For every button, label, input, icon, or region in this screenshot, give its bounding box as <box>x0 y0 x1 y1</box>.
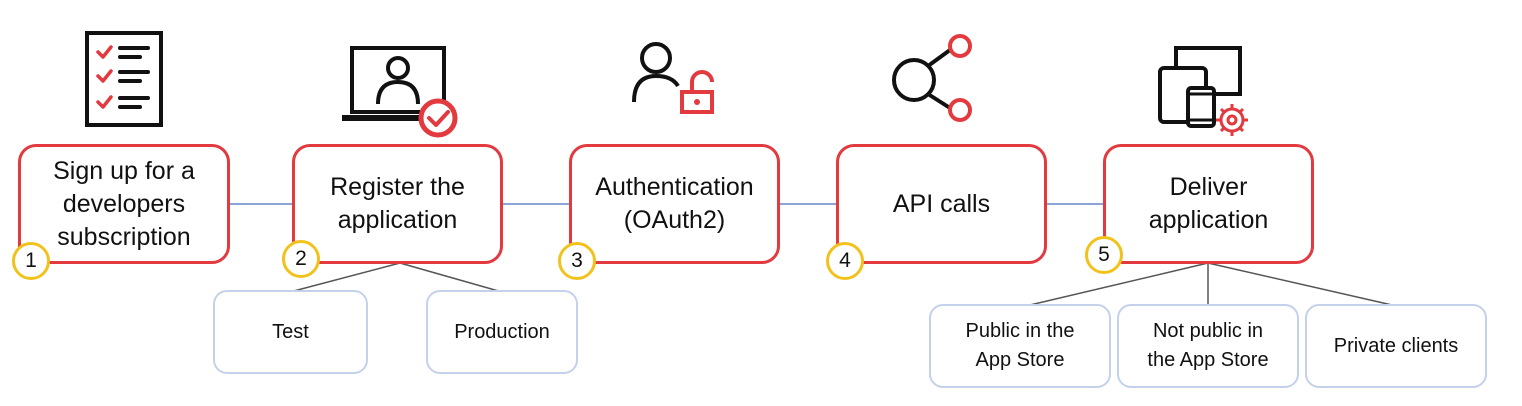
branch-register-test <box>289 262 401 293</box>
delivery-option-public-label: Public in the App Store <box>965 320 1075 371</box>
delivery-option-private-clients: Private clients <box>1305 304 1487 388</box>
step-1-label: Sign up for a developers subscription <box>53 156 195 251</box>
register-option-test-label: Test <box>272 320 309 343</box>
checklist-icon <box>85 31 163 127</box>
share-nodes-icon <box>892 34 972 122</box>
delivery-option-not-public-app-store: Not public in the App Store <box>1117 304 1299 388</box>
devices-gear-icon <box>1158 46 1248 136</box>
step-2-label: Register the application <box>330 173 465 234</box>
step-2-register-box: Register the application <box>292 144 503 264</box>
step-3-label: Authentication (OAuth2) <box>595 173 754 234</box>
register-option-production: Production <box>426 290 578 374</box>
delivery-option-private-label: Private clients <box>1333 334 1459 357</box>
step-5-number-badge: 5 <box>1085 236 1123 274</box>
register-option-test: Test <box>213 290 368 374</box>
step-3-authentication-box: Authentication (OAuth2) <box>569 144 780 264</box>
branch-deliver-public <box>1029 262 1209 306</box>
delivery-option-public-app-store: Public in the App Store <box>929 304 1111 388</box>
register-option-production-label: Production <box>454 320 550 343</box>
step-4-label: API calls <box>892 189 991 218</box>
step-4-api-calls-box: API calls <box>836 144 1047 264</box>
step-3-number-badge: 3 <box>558 242 596 280</box>
step-5-deliver-box: Deliver application <box>1103 144 1314 264</box>
branch-register-production <box>399 262 503 293</box>
branch-deliver-private <box>1207 262 1393 306</box>
step-1-number-badge: 1 <box>12 242 50 280</box>
user-lock-icon <box>632 42 714 114</box>
step-2-number-badge: 2 <box>282 240 320 278</box>
step-4-number-badge: 4 <box>826 242 864 280</box>
laptop-user-check-icon <box>342 46 458 138</box>
step-1-signup-box: Sign up for a developers subscription <box>18 144 230 264</box>
step-5-label: Deliver application <box>1148 173 1269 234</box>
delivery-option-not-public-label: Not public in the App Store <box>1147 320 1269 371</box>
